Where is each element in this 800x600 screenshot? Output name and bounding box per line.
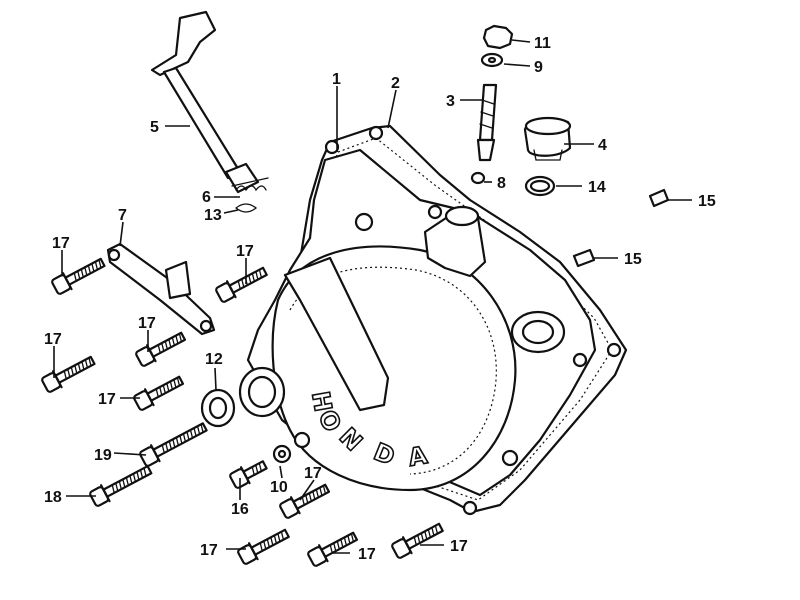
callout-19: 19 <box>94 447 112 464</box>
callout-17-h: 17 <box>358 546 376 563</box>
spring <box>231 177 269 192</box>
bolt-17-g <box>237 528 290 565</box>
callouts: 1 2 3 4 5 6 7 8 9 10 11 12 13 14 15 15 1… <box>44 35 716 563</box>
callout-17-g: 17 <box>200 542 218 559</box>
oil-seal <box>200 388 236 428</box>
callout-13: 13 <box>204 207 222 224</box>
callout-5: 5 <box>150 119 159 136</box>
bolt-19 <box>139 422 208 467</box>
washer <box>480 52 504 68</box>
callout-11: 11 <box>534 35 551 52</box>
bolt-16 <box>229 460 268 489</box>
callout-17-c: 17 <box>138 315 156 332</box>
cap-nut <box>482 24 514 50</box>
callout-16: 16 <box>231 501 249 518</box>
o-ring-large <box>524 175 556 197</box>
callout-10: 10 <box>270 479 288 496</box>
callout-14: 14 <box>588 179 606 196</box>
callout-17-f: 17 <box>304 465 322 482</box>
shift-shaft <box>150 10 260 194</box>
dowel-pin-upper <box>648 188 670 208</box>
bolt-17-h <box>307 531 359 567</box>
bolt-18 <box>89 465 153 507</box>
callout-17-e: 17 <box>98 391 116 408</box>
leader-lines <box>53 39 692 554</box>
callout-2: 2 <box>391 75 400 92</box>
callout-12: 12 <box>205 351 223 368</box>
bolt-17-d <box>41 355 96 393</box>
callout-4: 4 <box>598 137 607 154</box>
callout-17-i: 17 <box>450 538 468 555</box>
bolt-17-f <box>279 483 331 519</box>
o-ring-small <box>470 171 486 185</box>
dowel-pin-lower <box>572 248 596 268</box>
bolt-17-a <box>51 257 106 295</box>
callout-15-upper: 15 <box>698 193 716 210</box>
callout-17-a: 17 <box>52 235 70 252</box>
callout-1: 1 <box>332 71 341 88</box>
filler-cap <box>523 116 572 161</box>
callout-17-b: 17 <box>236 243 254 260</box>
callout-17-d: 17 <box>44 331 62 348</box>
bolt-17-i <box>391 522 444 559</box>
callout-8: 8 <box>497 175 506 192</box>
callout-15-lower: 15 <box>624 251 642 268</box>
bolt-17-b <box>215 266 268 303</box>
bolt-group <box>41 257 444 567</box>
bolt-17-c <box>135 331 187 367</box>
sealing-washer <box>272 444 292 464</box>
bolt-17-e <box>133 375 185 411</box>
bracket <box>106 242 216 336</box>
callout-9: 9 <box>534 59 543 76</box>
collar <box>235 203 258 213</box>
callout-3: 3 <box>446 93 455 110</box>
callout-6: 6 <box>202 189 211 206</box>
crankcase-cover: H O N D A <box>238 148 597 497</box>
callout-7: 7 <box>118 207 127 224</box>
oil-gauge <box>476 83 498 162</box>
callout-18: 18 <box>44 489 62 506</box>
